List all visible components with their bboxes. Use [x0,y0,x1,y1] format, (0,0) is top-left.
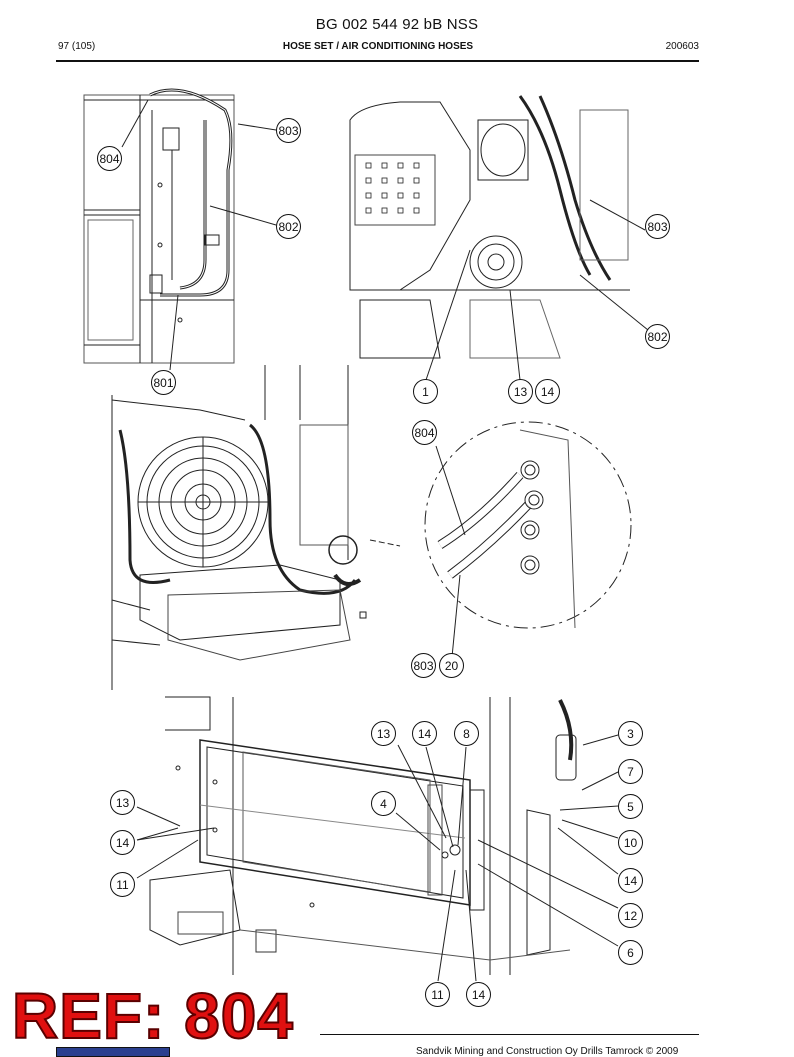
callout-804: 804 [412,420,437,445]
callout-14: 14 [466,982,491,1007]
callout-802: 802 [645,324,670,349]
drawing-panel-4 [136,696,619,982]
callout-801: 801 [151,370,176,395]
callout-803: 803 [411,653,436,678]
callout-6: 6 [618,940,643,965]
page-number: 97 (105) [58,41,96,52]
drawing-panel-3 [111,365,401,690]
detail-zoom [424,421,632,658]
drawing-panel-1 [83,88,277,371]
drawing-panel-2 [349,95,649,381]
callout-5: 5 [618,794,643,819]
document-id: BG 002 544 92 bB NSS [315,16,479,33]
callout-802: 802 [276,214,301,239]
callout-14: 14 [618,868,643,893]
callout-8: 8 [454,721,479,746]
document-code: 200603 [665,41,699,52]
callout-4: 4 [371,791,396,816]
reference-stamp: REF: 804 [11,980,294,1052]
header-rule [56,60,699,62]
callout-10: 10 [618,830,643,855]
callout-1: 1 [413,379,438,404]
callout-804: 804 [97,146,122,171]
callout-13: 13 [371,721,396,746]
callout-11: 11 [110,872,135,897]
callout-11: 11 [425,982,450,1007]
callout-14: 14 [110,830,135,855]
callout-7: 7 [618,759,643,784]
callout-12: 12 [618,903,643,928]
callout-13: 13 [110,790,135,815]
callout-20: 20 [439,653,464,678]
footer-copyright: Sandvik Mining and Construction Oy Drill… [416,1046,679,1057]
callout-803: 803 [276,118,301,143]
footer-rule [320,1034,699,1035]
callout-14: 14 [412,721,437,746]
page-title: HOSE SET / AIR CONDITIONING HOSES [282,41,474,52]
callout-803: 803 [645,214,670,239]
callout-14: 14 [535,379,560,404]
callout-3: 3 [618,721,643,746]
callout-13: 13 [508,379,533,404]
